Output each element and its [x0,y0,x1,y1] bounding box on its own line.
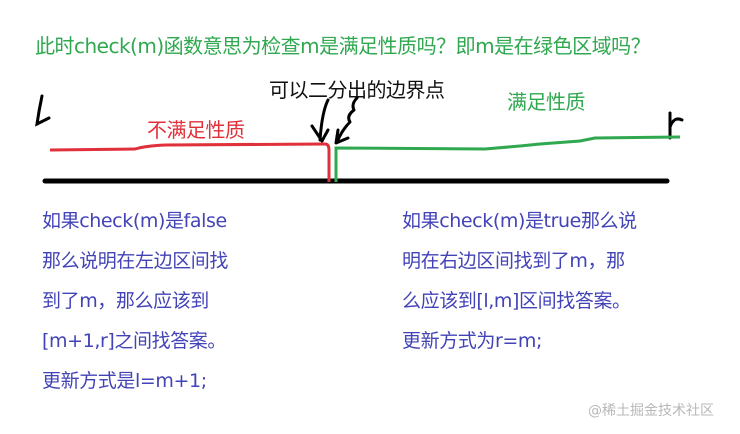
note-line: 更新方式是l=m+1; [42,370,207,392]
unsatisfied-region-label: 不满足性质 [147,118,245,142]
watermark: @稀土掘金技术社区 [588,403,714,419]
false-case-note: 如果check(m)是false 那么说明在左边区间找 到了m，那么应该到 [m… [42,201,228,401]
note-line: 如果check(m)是true那么说 [402,210,637,232]
unsatisfied-region-line [49,142,331,182]
note-line: 如果check(m)是false [42,210,227,232]
right-endpoint-r-glyph [668,111,684,140]
true-case-note: 如果check(m)是true那么说 明在右边区间找到了m，那 么应该到[l,m… [402,201,637,361]
satisfied-region-line [334,135,681,182]
arrow-down-icon [310,98,330,143]
note-line: 么应该到[l,m]区间找答案。 [402,290,631,312]
arrow-down-left-icon [334,96,359,145]
note-line: 更新方式为r=m; [402,330,543,352]
satisfied-region-label: 满足性质 [507,90,586,114]
note-line: 明在右边区间找到了m，那 [402,250,625,272]
left-endpoint-l-glyph [35,94,51,127]
note-line: 到了m，那么应该到 [42,290,209,312]
note-line: [m+1,r]之间找答案。 [42,330,226,352]
diagram-title: 此时check(m)函数意思为检查m是满足性质吗？即m是在绿色区域吗？ [35,34,651,58]
note-line: 那么说明在左边区间找 [42,250,229,272]
